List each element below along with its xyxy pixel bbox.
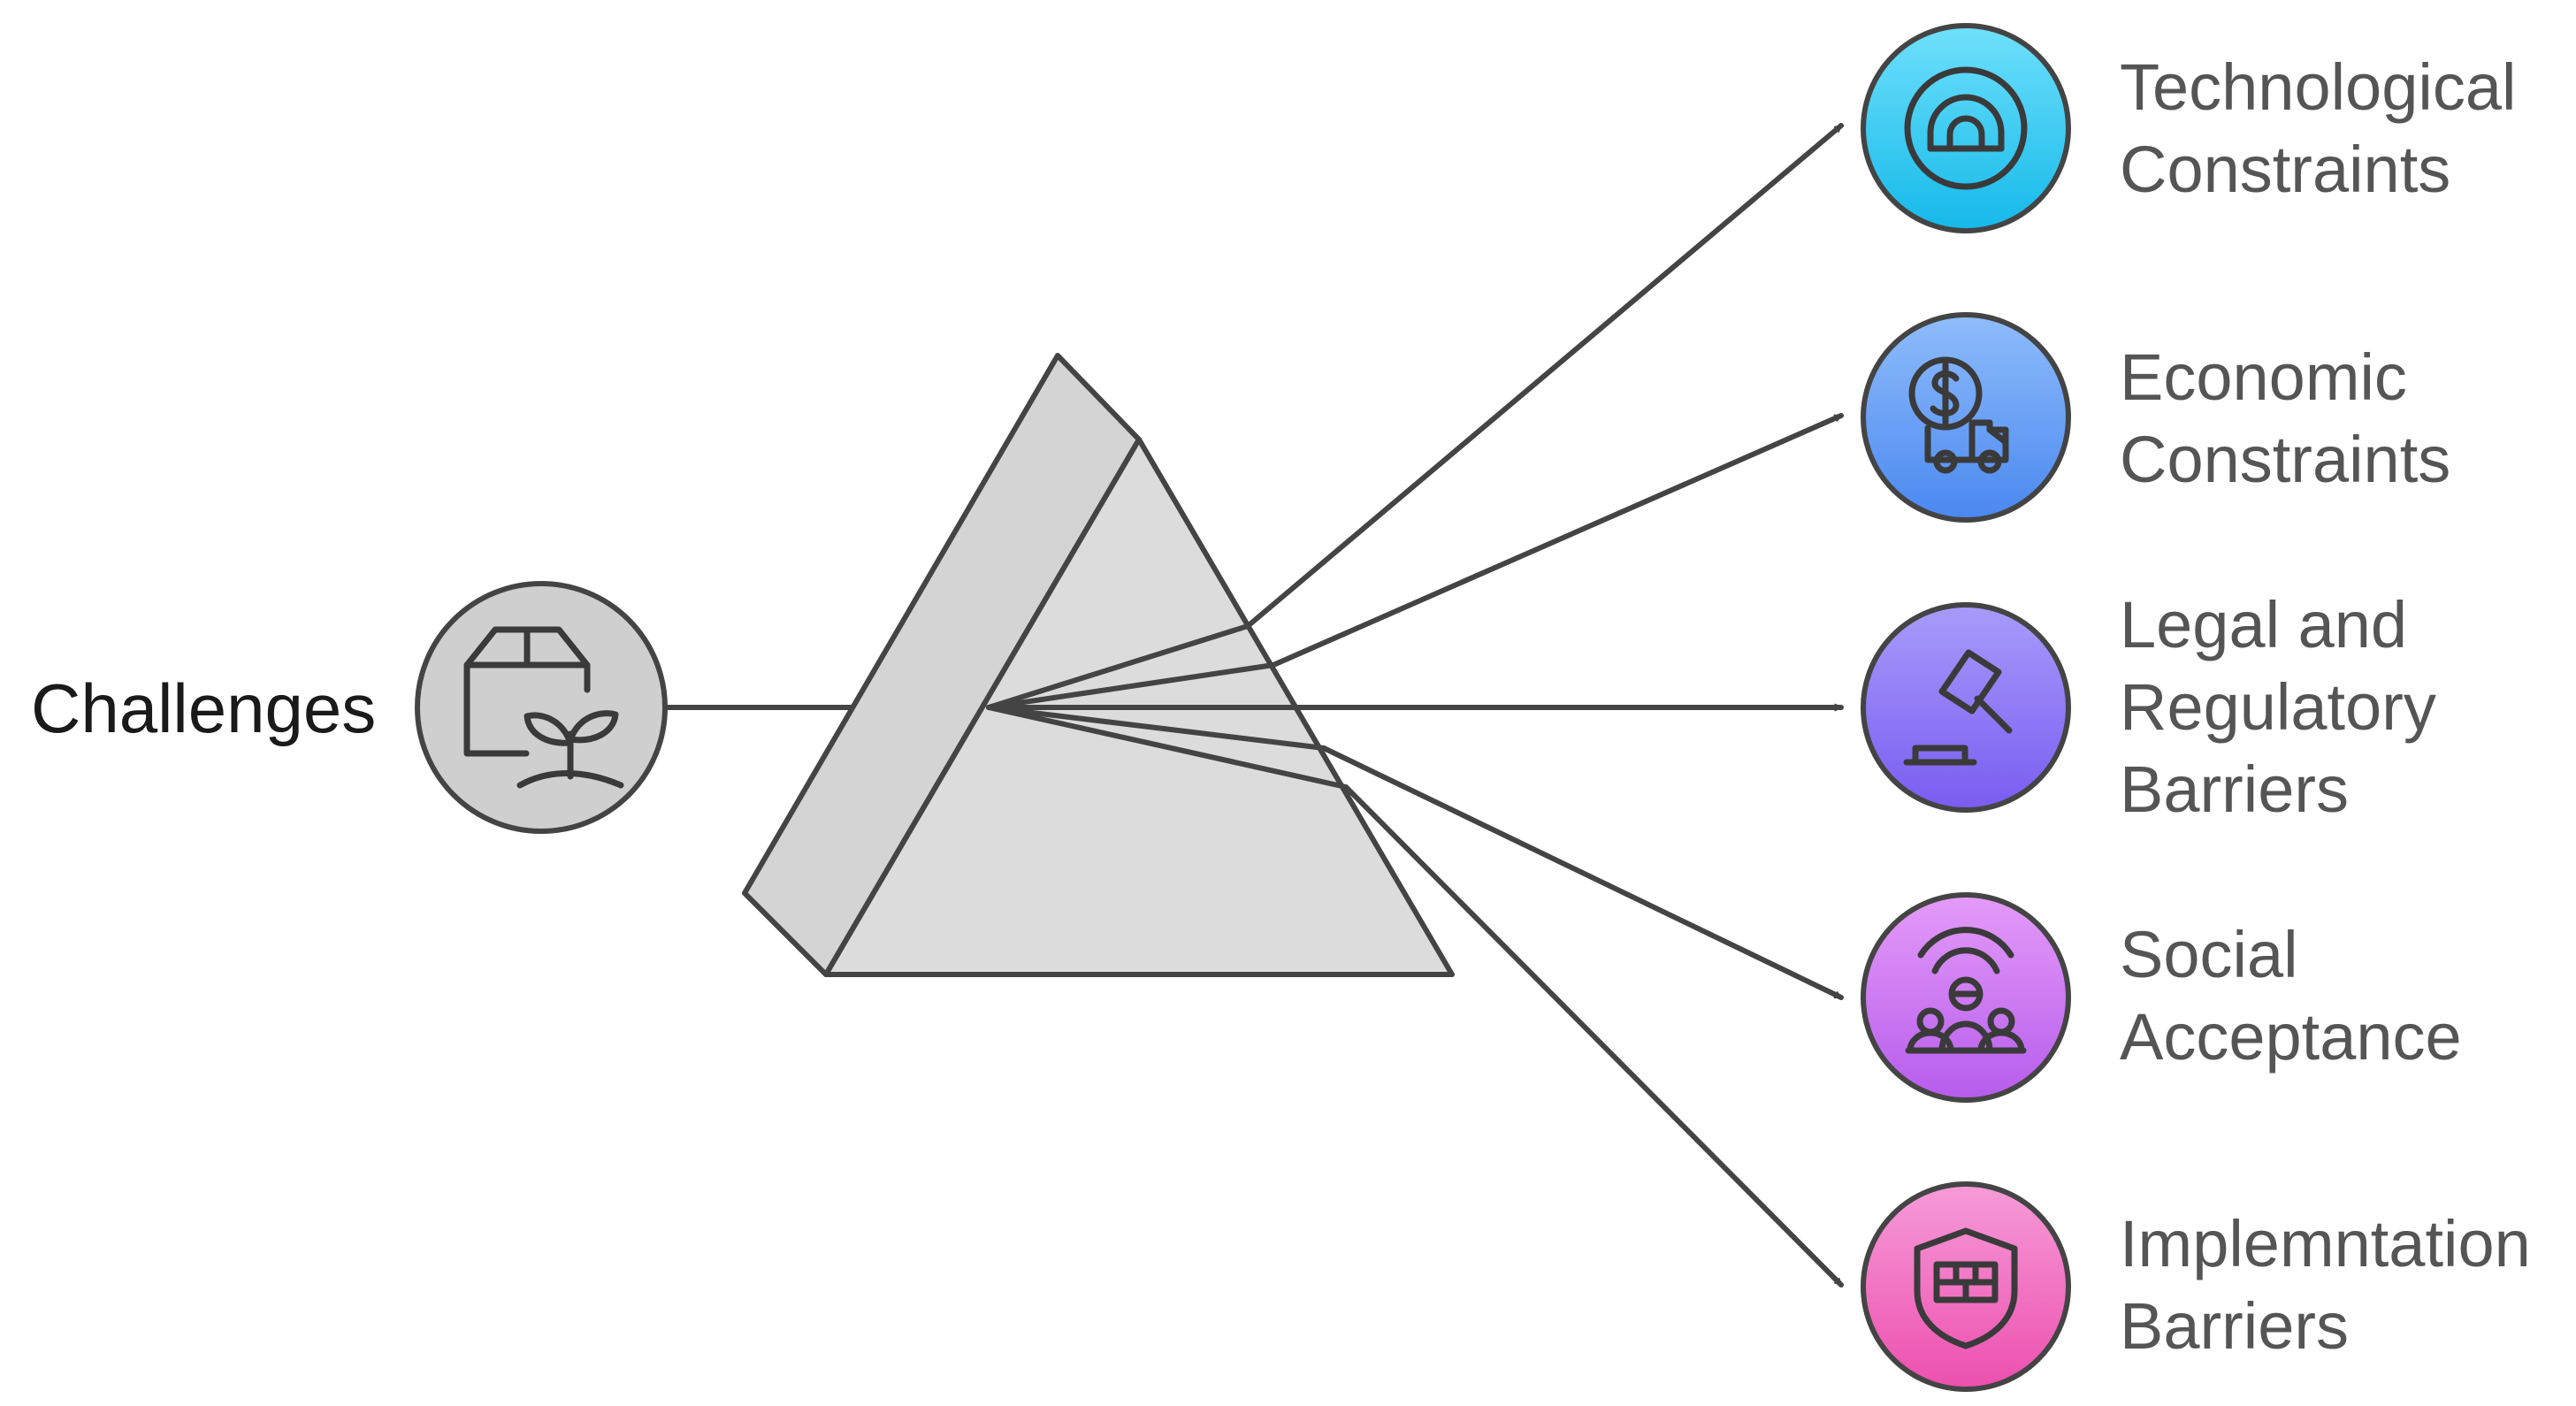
gavel-icon (1903, 649, 2013, 766)
output-economic: Economic Constraints (1861, 312, 2450, 523)
social-circle (1861, 892, 2071, 1103)
output-technological: Technological Constraints (1861, 23, 2534, 233)
dollar-truck-icon (1908, 356, 2009, 474)
arrow-economic (1271, 413, 1844, 668)
output-social: Social Acceptance (1861, 892, 2462, 1103)
arrow-technological (1245, 123, 1844, 629)
implementation-label: Implemntation Barriers (2120, 1207, 2549, 1363)
output-legal: Legal and Regulatory Barriers (1861, 588, 2454, 826)
legal-label: Legal and Regulatory Barriers (2120, 588, 2454, 826)
technological-circle (1861, 23, 2071, 233)
gauge-icon (1904, 66, 2028, 190)
economic-label: Economic Constraints (2120, 340, 2450, 496)
social-label: Social Acceptance (2120, 918, 2462, 1074)
arrow-implementation (1343, 784, 1844, 1288)
source-label: Challenges (31, 669, 376, 747)
output-implementation: Implemntation Barriers (1861, 1181, 2549, 1392)
shield-wall-icon (1914, 1227, 2018, 1349)
source-node (415, 581, 668, 834)
outgoing-arrows (1245, 123, 1844, 1288)
prism (742, 353, 1455, 977)
people-signal-icon (1905, 927, 2027, 1054)
box-plant-icon (463, 626, 624, 789)
arrow-social (1321, 745, 1844, 1000)
technological-label: Technological Constraints (2120, 50, 2534, 206)
internal-beams (986, 623, 1349, 790)
source-circle (415, 581, 668, 834)
